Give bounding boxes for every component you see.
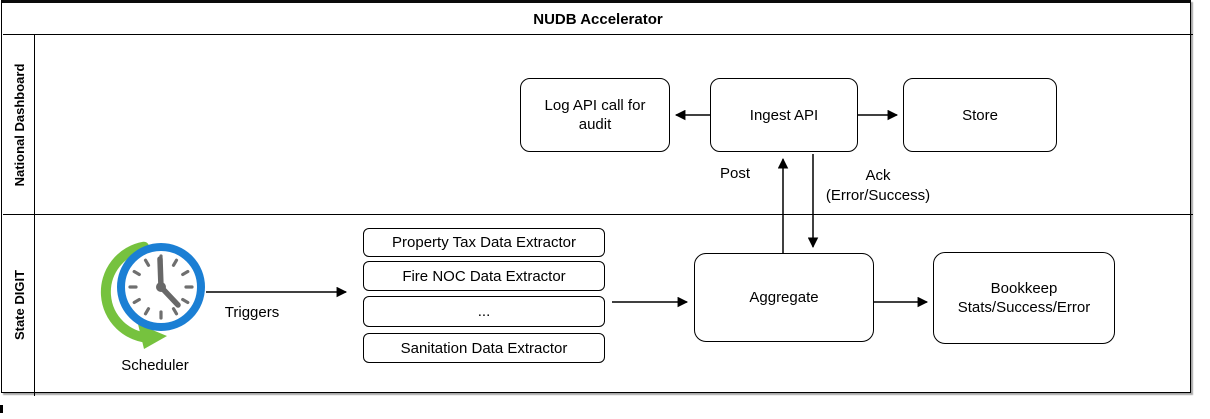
pool-title: NUDB Accelerator <box>533 11 663 28</box>
node-extractor-fire-noc: Fire NOC Data Extractor <box>363 261 605 291</box>
node-extractor-property-tax: Property Tax Data Extractor <box>363 228 605 257</box>
scheduler-clock-icon <box>100 241 205 349</box>
node-bookkeep: Bookkeep Stats/Success/Error <box>933 252 1115 344</box>
pool-title-bar: NUDB Accelerator <box>3 3 1193 35</box>
node-extractor-ellipsis: ... <box>363 296 605 327</box>
node-ingest-api: Ingest API <box>710 78 858 152</box>
node-ingest-api-label: Ingest API <box>749 106 819 124</box>
node-bookkeep-line2: Stats/Success/Error <box>957 299 1091 316</box>
edge-label-ack-line2: (Error/Success) <box>825 187 931 204</box>
edge-label-ack-line1: Ack <box>865 167 891 184</box>
node-store-label: Store <box>962 106 998 124</box>
node-log-api-audit: Log API call for audit <box>520 78 670 152</box>
node-extractor-sanitation: Sanitation Data Extractor <box>363 333 605 363</box>
node-bookkeep-line1: Bookkeep <box>990 280 1058 297</box>
edge-label-triggers: Triggers <box>224 304 280 321</box>
lane-label-column <box>3 35 35 396</box>
node-log-api-audit-line2: audit <box>578 116 612 133</box>
node-log-api-audit-line1: Log API call for <box>544 97 646 114</box>
edge-label-ack: Ack (Error/Success) <box>805 166 951 206</box>
edge-label-post: Post <box>719 165 750 182</box>
node-aggregate: Aggregate <box>694 253 874 342</box>
node-store: Store <box>903 78 1057 152</box>
scheduler-label: Scheduler <box>121 357 189 374</box>
node-aggregate-label: Aggregate <box>749 289 819 306</box>
swimlane-pool: NUDB Accelerator National Dashboard Stat… <box>1 0 1193 396</box>
left-edge-artifact <box>0 405 3 413</box>
lane-divider <box>3 214 1193 215</box>
